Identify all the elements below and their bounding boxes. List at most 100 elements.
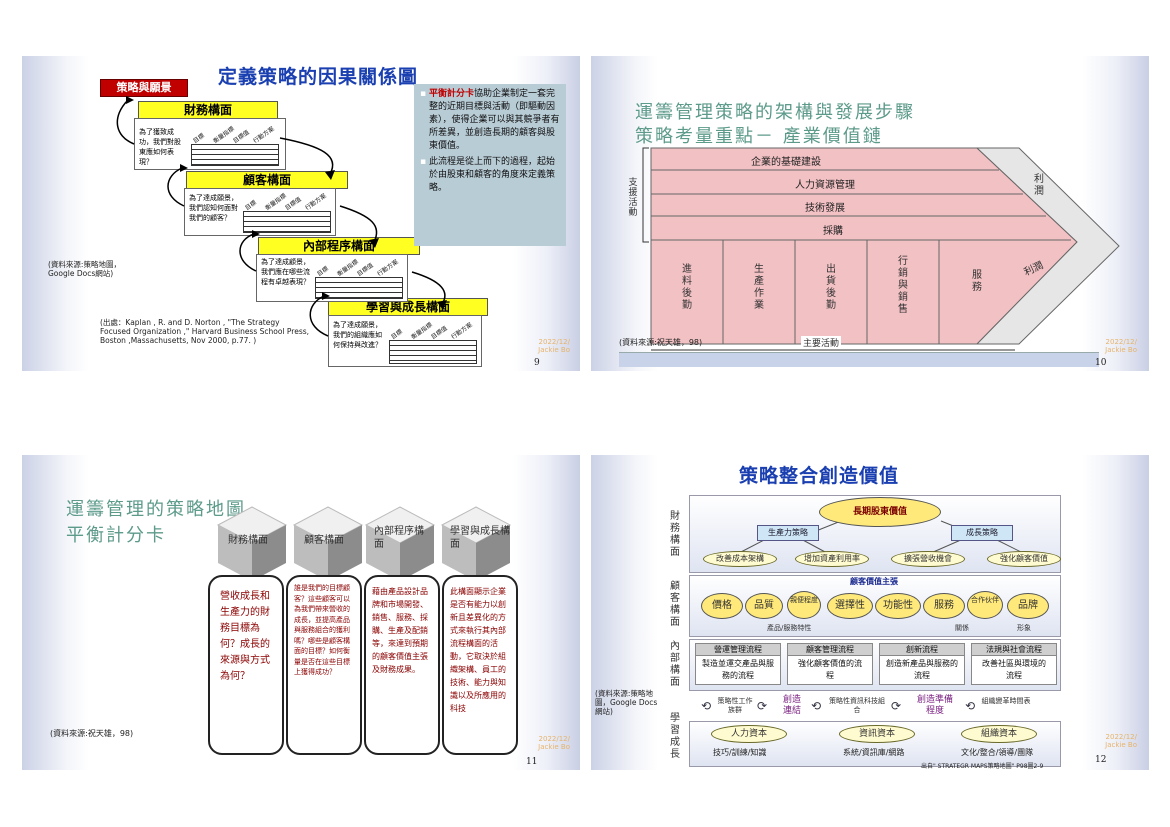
financial-grid	[191, 144, 279, 166]
support-bracket	[642, 147, 649, 243]
citation-note: (出處：Kaplan , R. and D. Norton , "The Str…	[100, 318, 310, 345]
cust-sub-product: 產品/服務特性	[767, 624, 812, 632]
note-highlight: 平衡計分卡	[428, 89, 474, 99]
primary-outbound: 出貨後勤	[826, 264, 836, 311]
learn-human-text: 技巧/訓練/知識	[713, 748, 767, 757]
proc-regulatory-title: 法規與社會流程	[972, 644, 1056, 656]
cust-quality: 品質	[745, 593, 783, 619]
swirl-icon: ⟲	[701, 699, 712, 713]
proc-customer-text: 強化顧客價值的流程	[798, 659, 862, 680]
box-financial-text: 營收成長和生產力的財務目標為何？成長的來源與方式為何？	[220, 591, 270, 682]
slide-title-1: 運籌管理的策略地圖	[66, 499, 246, 520]
page-number: 11	[526, 757, 538, 767]
slide-date: 2022/12/ Jackie Bo	[1105, 338, 1137, 354]
label-internal: 內部構面	[670, 641, 680, 688]
proc-operations: 營運管理流程 製造並運交產品與服務的流程	[695, 643, 781, 685]
cust-convenience: 親便程度	[787, 591, 821, 619]
fin-revenue: 擴張營收機會	[891, 551, 965, 567]
box-financial: 營收成長和生產力的財務目標為何？成長的來源與方式為何？	[208, 575, 284, 755]
proc-customer-title: 顧客管理流程	[788, 644, 872, 656]
productivity-strategy: 生產力策略	[757, 525, 819, 541]
customer-value-title: 顧客價值主張	[850, 577, 898, 586]
slide-title-1: 運籌管理策略的架構與發展步驟	[635, 102, 915, 123]
swirl-icon: ⟳	[891, 699, 902, 713]
learning-grid	[389, 340, 477, 364]
support-row-hr: 人力資源管理	[795, 180, 855, 191]
swirl-icon: ⟲	[965, 699, 976, 713]
primary-service: 服務	[972, 270, 982, 293]
cust-sub-image: 形象	[1017, 624, 1031, 632]
slide-title: 策略整合創造價值	[739, 465, 900, 487]
source-note: (資料來源:祝天雄，98)	[50, 729, 134, 738]
slide-title-2: 策略考量重點－ 產業價值鏈	[635, 126, 883, 147]
note-paragraph-1: ▪ 平衡計分卡協助企業制定一套完整的近期目標與活動（即驅動因素），使得企業可以與…	[420, 89, 560, 151]
cust-selection: 選擇性	[827, 593, 873, 619]
box-customer: 誰是我們的目標顧客？這些顧客可以為我們帶來營收的成長，並提高產品與服務組合的獲利…	[286, 575, 362, 755]
learn-org: 組織資本	[961, 725, 1037, 743]
align-link: 創造連結	[782, 695, 801, 716]
slide-12: 策略整合創造價值 財務構面 顧客構面 內部構面 學習成長 長期股東價值 生產力策…	[591, 455, 1149, 770]
learn-org-text: 文化/整合/領導/團隊	[961, 748, 1034, 757]
top-goal: 長期股東價值	[819, 497, 941, 527]
slide-date: 2022/12/ Jackie Bo	[1105, 733, 1137, 749]
learn-info: 資訊資本	[839, 725, 915, 743]
flow-arrows	[116, 96, 447, 337]
strategy-vision-tag: 策略與願景	[100, 79, 188, 97]
proc-innovation-title: 創新流程	[880, 644, 964, 656]
customer-grid	[243, 211, 331, 233]
note-box: ▪ 平衡計分卡協助企業制定一套完整的近期目標與活動（即驅動因素），使得企業可以與…	[414, 84, 566, 246]
cube-shapes	[216, 506, 512, 581]
cube-customer: 顧客構面	[304, 535, 344, 546]
proc-operations-text: 製造並運交產品與服務的流程	[702, 659, 774, 680]
note-paragraph-2: ▪ 此流程是從上而下的過程，起始於由股東和顧客的角度來定義策略。	[420, 157, 556, 193]
support-row-tech: 技術發展	[805, 203, 845, 214]
align-row: ⟲ 策略性工作族群 ⟳ 創造連結 ⟲ 策略性資訊科技組合 ⟳ 創造準備程度 ⟲ …	[701, 695, 1061, 719]
cust-service: 服務	[923, 593, 965, 619]
customer-question: 為了達成願景，我們認知何面對我們的顧客？	[189, 194, 238, 222]
proc-regulatory-text: 改善社區與環境的流程	[982, 659, 1046, 680]
source-note: (資料來源:祝天雄，98)	[619, 338, 703, 347]
box-learning-text: 此構面顯示企業是否有能力以創新且差異化的方式來執行其內部流程構面的活動，它取決於…	[450, 587, 506, 713]
align-workforce: 策略性工作族群	[717, 697, 753, 714]
learn-human: 人力資本	[711, 725, 787, 743]
proc-operations-title: 營運管理流程	[696, 644, 780, 656]
footnote: 出自" STRATEGR MAPS策略地圖" P98圖2-9	[921, 763, 1044, 770]
align-change: 組織變革時間表	[981, 697, 1031, 705]
support-row-infrastructure: 企業的基礎建設	[751, 157, 821, 168]
source-note: (資料來源:策略地圖，Google Docs網站)	[48, 260, 121, 278]
process-grid	[315, 277, 403, 299]
page-number: 10	[1095, 358, 1107, 368]
label-financial: 財務構面	[670, 511, 680, 558]
learn-info-text: 系統/資訊庫/網路	[843, 748, 905, 757]
slide-title-2: 平衡計分卡	[66, 525, 166, 546]
support-activities-label: 支援活動	[628, 178, 638, 218]
proc-innovation: 創新流程 創造新產品與服務的流程	[879, 643, 965, 685]
cust-brand: 品牌	[1007, 593, 1049, 619]
box-process: 藉由產品設計品牌和市場開發、銷售、服務、採購、生產及配銷等，來達到預期的顧客價值…	[364, 575, 440, 755]
slide-date: 2022/12/ Jackie Bo	[538, 338, 570, 354]
source-note: (資料來源:策略地圖，Google Docs網站)	[595, 689, 658, 716]
page-number: 12	[1095, 755, 1107, 765]
box-process-text: 藉由產品設計品牌和市場開發、銷售、服務、採購、生產及配銷等，來達到預期的顧客價值…	[372, 587, 428, 674]
financial-card: 為了獲致成功，我們對股東應如何表現？	[134, 118, 286, 170]
note-text-2: 此流程是從上而下的過程，起始於由股東和顧客的角度來定義策略。	[428, 157, 556, 193]
fin-asset: 增加資產利用率	[795, 551, 869, 567]
learning-question: 為了達成願景，我們的組織應如何保持與改進？	[333, 321, 382, 349]
align-it: 策略性資訊科技組合	[829, 697, 885, 714]
label-learning: 學習成長	[670, 713, 680, 760]
cust-function: 功能性	[875, 593, 921, 619]
cube-process: 內部程序構面	[374, 526, 424, 550]
align-readiness: 創造準備程度	[916, 695, 953, 716]
margin-top-label: 利潤	[1034, 174, 1044, 197]
cust-sub-relation: 關係	[955, 624, 969, 632]
box-learning: 此構面顯示企業是否有能力以創新且差異化的方式來執行其內部流程構面的活動，它取決於…	[442, 575, 518, 755]
note-text-1: 協助企業制定一套完整的近期目標與活動（即驅動因素），使得企業可以與其競爭者有所差…	[429, 89, 560, 151]
proc-regulatory: 法規與社會流程 改善社區與環境的流程	[971, 643, 1057, 685]
fin-cost: 改善成本架構	[703, 551, 777, 567]
primary-inbound: 進料後勤	[682, 264, 692, 311]
growth-strategy: 成長策略	[951, 525, 1013, 541]
primary-operations: 生產作業	[754, 264, 764, 311]
swirl-icon: ⟲	[811, 699, 822, 713]
swirl-icon: ⟳	[757, 699, 768, 713]
process-question: 為了達成顧景，我們應在哪些流程有卓越表現？	[261, 258, 310, 286]
